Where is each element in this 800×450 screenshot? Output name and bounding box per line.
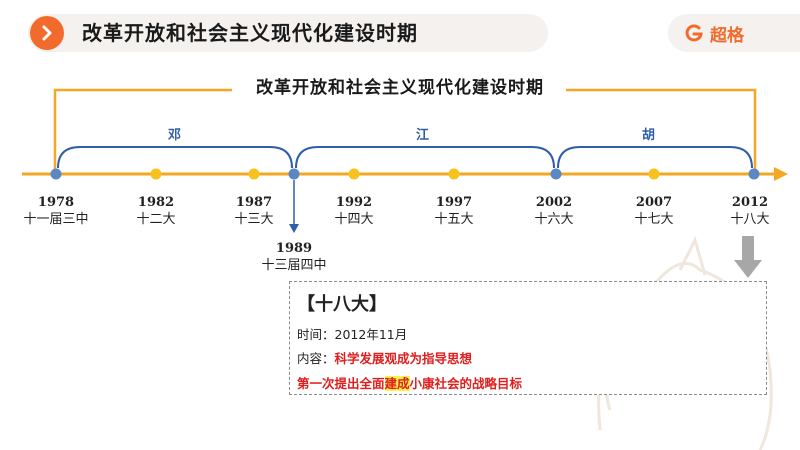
info-box xyxy=(289,281,767,395)
year-label-1989: 1989 十三届四中 xyxy=(249,240,339,274)
year-text: 2012 xyxy=(731,195,769,210)
content-label: 内容： xyxy=(297,351,335,366)
year-label-1982: 1982 十二大 xyxy=(111,194,201,228)
info-time: 时间：2012年11月 xyxy=(297,324,407,343)
year-label-2007: 2007 十七大 xyxy=(609,194,699,228)
content-value: 科学发展观成为指导思想 xyxy=(334,351,473,366)
node-1992 xyxy=(348,168,360,180)
node-1989 xyxy=(288,168,300,180)
leader-label-hu: 胡 xyxy=(642,128,656,143)
goal-before: 第一次提出全面 xyxy=(297,376,385,391)
period-title: 改革开放和社会主义现代化建设时期 xyxy=(256,78,544,98)
node-2002 xyxy=(550,168,562,180)
brand-logo: 超格 xyxy=(684,18,744,48)
node-1978 xyxy=(50,168,62,180)
congress-text: 十一届三中 xyxy=(23,212,89,227)
year-text: 2002 xyxy=(535,195,573,210)
brand-bar xyxy=(668,14,800,52)
time-label: 时间： xyxy=(297,327,335,342)
congress-text: 十五大 xyxy=(434,212,474,227)
info-title: 【十八大】 xyxy=(297,294,387,315)
congress-text: 十二大 xyxy=(136,212,176,227)
year-text: 1992 xyxy=(335,195,373,210)
timeline-arrow xyxy=(774,167,788,181)
year-text: 1989 xyxy=(275,241,313,256)
congress-text: 十七大 xyxy=(634,212,674,227)
node-1997 xyxy=(448,168,460,180)
year-label-1992: 1992 十四大 xyxy=(309,194,399,228)
page-title: 改革开放和社会主义现代化建设时期 xyxy=(82,21,418,45)
goal-highlight: 建成 xyxy=(384,376,410,391)
arrow-1989-head xyxy=(289,224,299,233)
year-label-1987: 1987 十三大 xyxy=(209,194,299,228)
year-label-2002: 2002 十六大 xyxy=(509,194,599,228)
pointer-arrow-body xyxy=(742,236,754,262)
congress-text: 十六大 xyxy=(534,212,574,227)
year-text: 1997 xyxy=(435,195,473,210)
brace-hu xyxy=(557,146,753,169)
brand-g-icon xyxy=(685,24,703,42)
leader-label-deng: 邓 xyxy=(168,128,182,143)
year-label-1997: 1997 十五大 xyxy=(409,194,499,228)
congress-text: 十八大 xyxy=(730,212,770,227)
year-text: 1978 xyxy=(37,195,75,210)
year-text: 1982 xyxy=(137,195,175,210)
node-1982 xyxy=(150,168,162,180)
period-bracket xyxy=(53,88,757,174)
congress-text: 十四大 xyxy=(334,212,374,227)
brand-name: 超格 xyxy=(710,25,744,46)
pointer-arrow-head xyxy=(734,260,762,278)
node-2007 xyxy=(648,168,660,180)
year-text: 2007 xyxy=(635,195,673,210)
info-goal: 第一次提出全面建成小康社会的战略目标 xyxy=(297,373,522,392)
leader-label-jiang: 江 xyxy=(416,128,430,143)
congress-text: 十三大 xyxy=(234,212,274,227)
brace-deng xyxy=(57,146,293,169)
chevron-right-icon xyxy=(30,16,64,50)
year-text: 1987 xyxy=(235,195,273,210)
brace-jiang xyxy=(295,146,555,169)
header-bar xyxy=(28,14,548,52)
time-value: 2012年11月 xyxy=(334,327,408,342)
node-1987 xyxy=(248,168,260,180)
info-content: 内容：科学发展观成为指导思想 xyxy=(297,348,472,367)
node-2012 xyxy=(748,168,760,180)
year-label-2012: 2012 十八大 xyxy=(705,194,795,228)
year-label-1978: 1978 十一届三中 xyxy=(11,194,101,228)
goal-after: 小康社会的战略目标 xyxy=(409,376,523,391)
congress-text: 十三届四中 xyxy=(261,258,327,273)
